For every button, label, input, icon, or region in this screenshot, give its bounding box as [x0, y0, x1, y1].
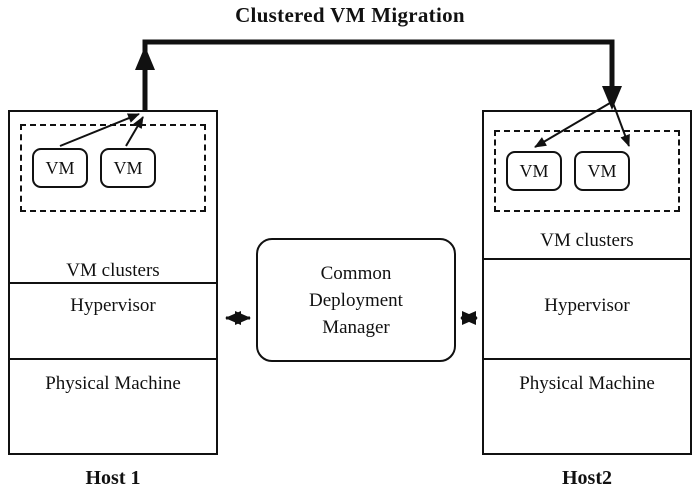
- vm-box: VM: [100, 148, 156, 188]
- migration-arrowhead-up-icon: [135, 46, 155, 70]
- vm-box: VM: [32, 148, 88, 188]
- host1-box: VM VM VM clusters Hypervisor Physical Ma…: [8, 110, 218, 455]
- manager-label-line: Common: [320, 262, 392, 284]
- divider: [484, 258, 690, 260]
- divider: [484, 358, 690, 360]
- vm-box: VM: [506, 151, 562, 191]
- manager-label-line: Deployment: [309, 289, 403, 311]
- host2-vm-cluster-group: VM VM: [494, 130, 680, 212]
- host2-box: VM VM VM clusters Hypervisor Physical Ma…: [482, 110, 692, 455]
- host1-name: Host 1: [85, 467, 141, 489]
- diagram-title: Clustered VM Migration: [235, 3, 465, 27]
- host1-vm-cluster-group: VM VM: [20, 124, 206, 212]
- deployment-manager-box: Common Deployment Manager: [256, 238, 456, 362]
- host2-hypervisor-label: Hypervisor: [544, 295, 630, 316]
- migration-arrowhead-down-icon: [602, 86, 622, 110]
- divider: [10, 358, 216, 360]
- host1-vm-clusters-label: VM clusters: [66, 260, 160, 281]
- host2-name: Host2: [562, 467, 612, 489]
- vm-box: VM: [574, 151, 630, 191]
- host1-physical-machine-label: Physical Machine: [45, 373, 181, 394]
- host2-physical-machine-label: Physical Machine: [519, 373, 655, 394]
- divider: [10, 282, 216, 284]
- host1-hypervisor-label: Hypervisor: [70, 295, 156, 316]
- migration-path: [142, 39, 615, 112]
- host2-vm-clusters-label: VM clusters: [540, 230, 634, 251]
- manager-label-line: Manager: [322, 316, 390, 338]
